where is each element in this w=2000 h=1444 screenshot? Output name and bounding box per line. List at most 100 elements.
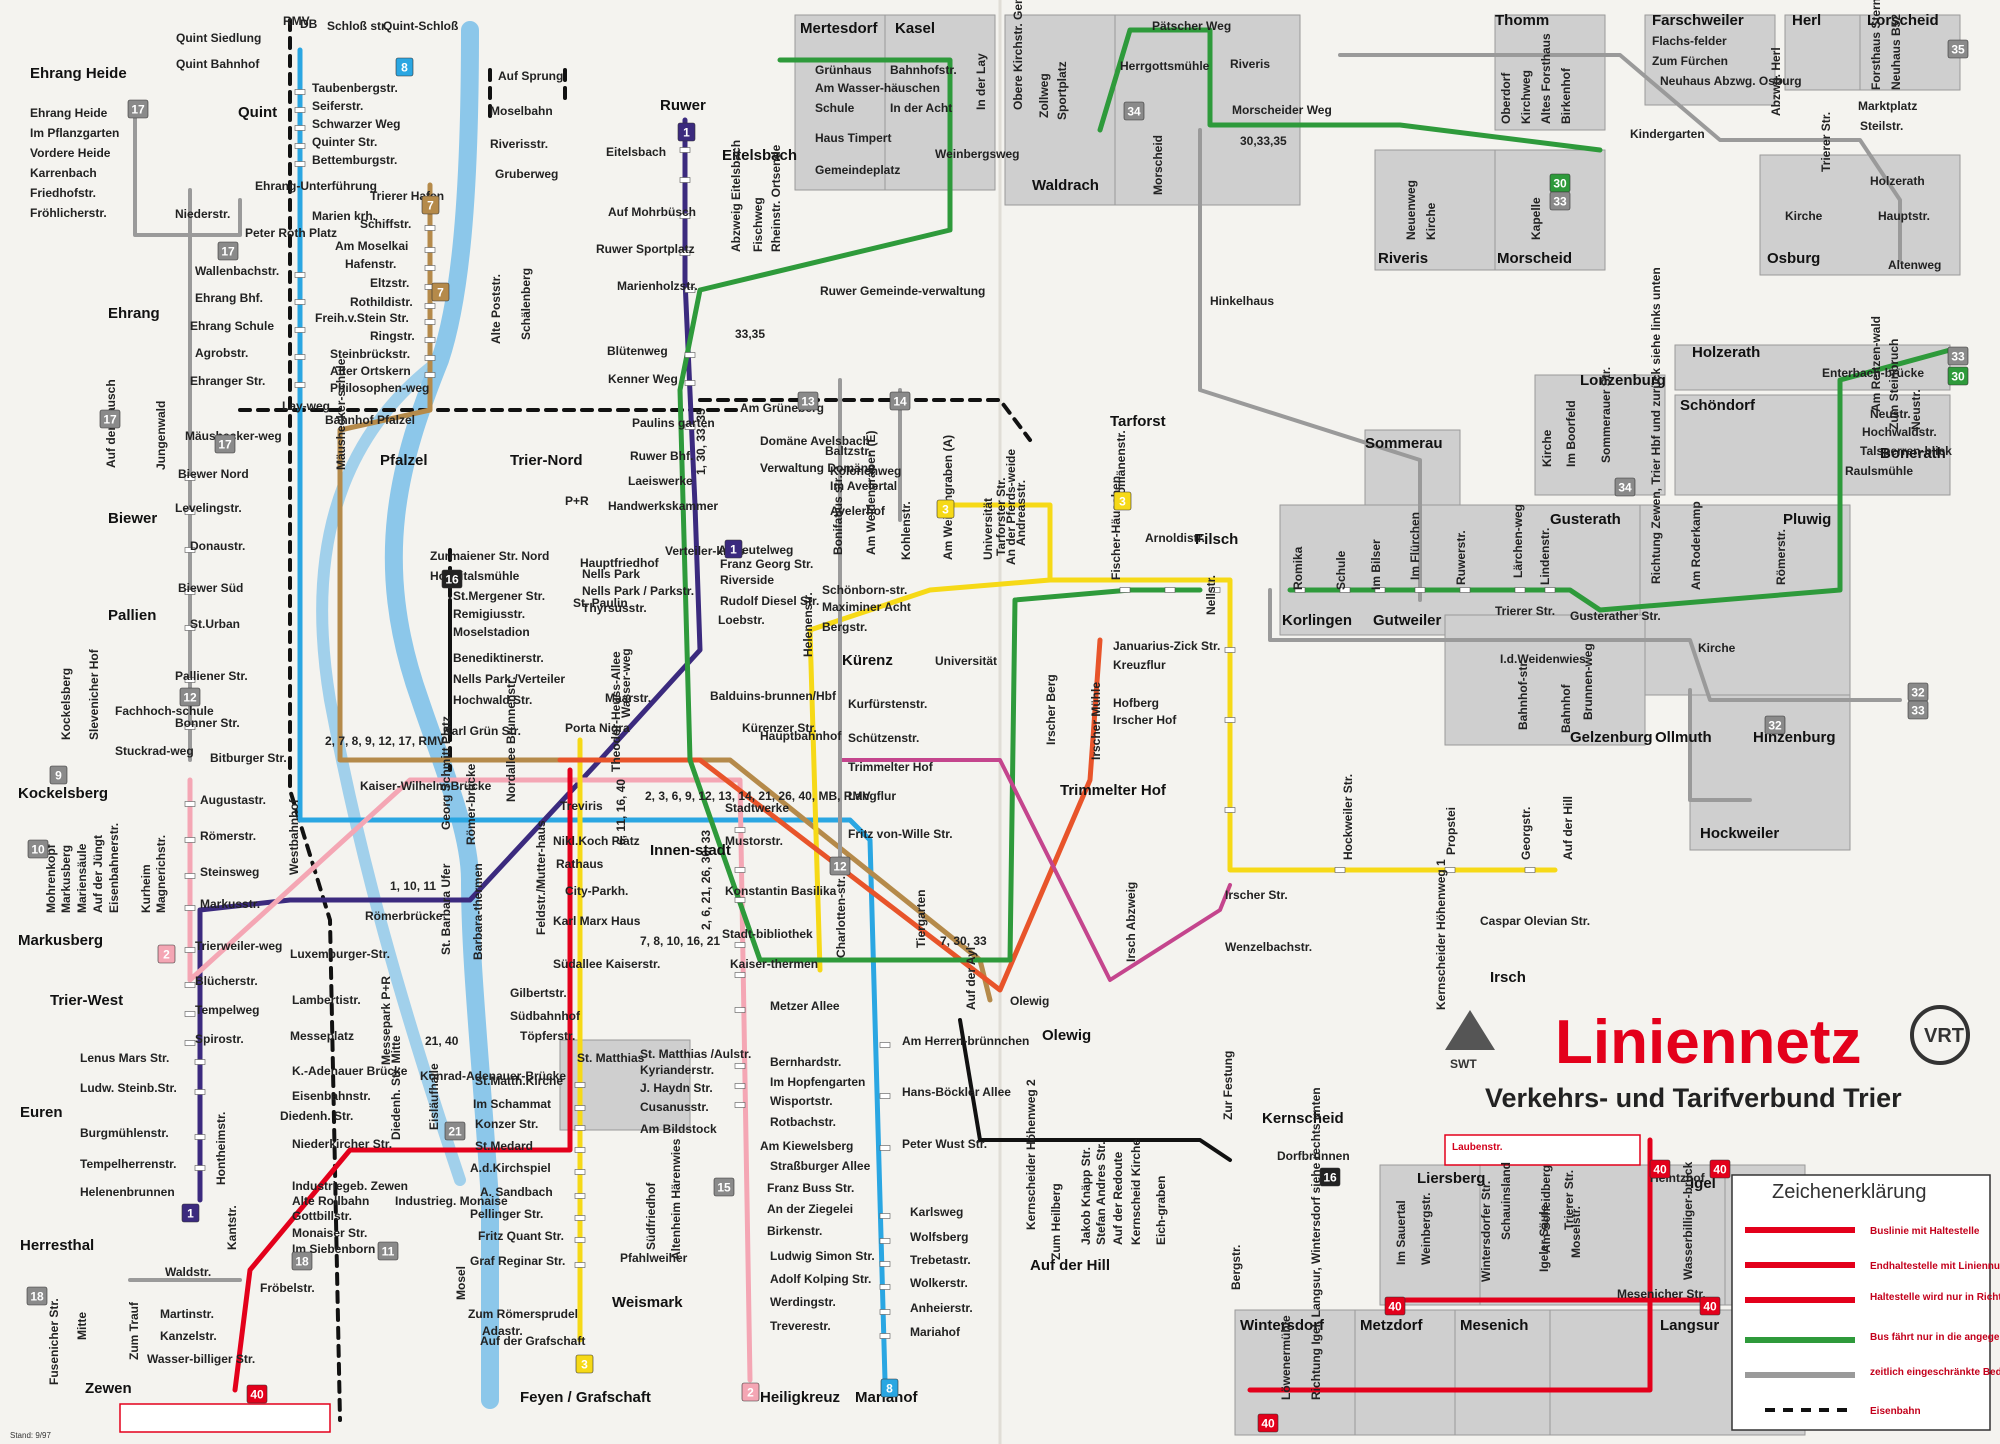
roemerbruecke-label: Römerbrücke [365, 909, 443, 923]
svg-text:2: 2 [163, 948, 170, 962]
stop-marker [879, 1213, 891, 1219]
stop-irscher-hof: Irscher Hof [1113, 713, 1177, 727]
stop-auf-der-hill: Auf der Hill [1561, 796, 1575, 860]
stop-gottbillstr: Gottbillstr. [292, 1209, 352, 1223]
stop-zollweg: Zollweg [1037, 73, 1051, 118]
mosel-label: Mosel [454, 1266, 468, 1300]
district-labels: Ehrang HeideQuintEhrangPfalzelBiewerPall… [18, 12, 1946, 1406]
district-langsur: Langsur [1660, 1317, 1719, 1334]
area-liersberg [1379, 1164, 1481, 1306]
stop-richtung-zewen-trier-hbf-und-zuruck-siehe-links-unten: Richtung Zewen, Trier Hbf und zurück sie… [1649, 267, 1663, 584]
stop-karl-marx-haus: Karl Marx Haus [553, 914, 641, 928]
stop-peter-roth-platz: Peter Roth Platz [245, 226, 337, 240]
stop-freih-v-stein-str: Freih.v.Stein Str. [315, 311, 409, 325]
svg-text:40: 40 [1703, 1300, 1717, 1314]
stop-marktplatz: Marktplatz [1858, 99, 1917, 113]
stop-riverisstr: Riverisstr. [490, 137, 548, 151]
district-ehrang: Ehrang [108, 305, 160, 322]
stop-markusstr: Markusstr. [200, 897, 260, 911]
stop-karlsweg: Karlsweg [910, 1205, 963, 1219]
stop-laeiswerke: Laeiswerke [628, 474, 693, 488]
stop-marker [184, 724, 196, 730]
stop-schonborn-str: Schönborn-str. [822, 583, 907, 597]
stop-fachhoch-schule: Fachhoch-schule [115, 704, 214, 718]
stop-kohlenstr: Kohlenstr. [899, 501, 913, 560]
direction-note-west [119, 1403, 331, 1433]
stop-marker [1524, 867, 1536, 873]
stop-zum-heilberg: Zum Heilberg [1049, 1183, 1063, 1260]
svg-text:14: 14 [893, 395, 907, 409]
stop-marienholzstr: Marienholzstr. [617, 279, 698, 293]
stop-caspar-olevian-str: Caspar Olevian Str. [1480, 914, 1590, 928]
stop-st-matth-kirche: St.Matth.Kirche [475, 1074, 563, 1088]
district-gusterath: Gusterath [1550, 511, 1621, 528]
stop-messeplatz: Messeplatz [290, 1029, 354, 1043]
svg-text:12: 12 [183, 691, 197, 705]
district-auf-der-hill: Auf der Hill [1030, 1257, 1110, 1274]
stop-kockelsberg: Kockelsberg [59, 668, 73, 740]
stop-marker [184, 625, 196, 631]
stop-zum-steinbruch: Zum Steinbruch [1887, 339, 1901, 430]
stop-waldstr: Waldstr. [165, 1265, 211, 1279]
stop-grunhaus: Grünhaus [815, 63, 872, 77]
stop-kindergarten: Kindergarten [1630, 127, 1705, 141]
stop-marker [679, 213, 691, 219]
stop-weinbergstr: Weinbergstr. [1419, 1193, 1433, 1265]
badge-line-33: 33 [1947, 346, 1969, 366]
stop-ehrang-heide: Ehrang Heide [30, 106, 108, 120]
district-herl: Herl [1792, 12, 1821, 29]
line-26-magenta [838, 758, 1232, 982]
svg-text:34: 34 [1127, 105, 1141, 119]
district-igel: Igel [1690, 1175, 1716, 1192]
bus-lines [128, 27, 1953, 1393]
svg-text:11: 11 [382, 1245, 395, 1259]
stop-marker [294, 107, 306, 113]
district-quint: Quint [238, 104, 277, 121]
stop-hauptbahnhof: Hauptbahnhof [760, 729, 842, 743]
stop-marker [879, 1333, 891, 1339]
badge-line-30: 30 [1947, 366, 1969, 386]
stop-am-roderkamp: Am Roderkamp [1689, 501, 1703, 590]
line-6-orange [557, 637, 1103, 993]
stop-marker [184, 801, 196, 807]
stop-luxemburger-str: Luxemburger-Str. [290, 947, 390, 961]
district-weismark: Weismark [612, 1294, 683, 1311]
stop-hofberg: Hofberg [1113, 696, 1159, 710]
area-osburg [1759, 154, 1961, 276]
stop-marker [1224, 717, 1236, 723]
stop-marker [184, 509, 196, 515]
stop-levelingstr: Levelingstr. [175, 501, 242, 515]
svg-text:40: 40 [250, 1388, 264, 1402]
stop-marker [424, 265, 436, 271]
stop-monaiser-str: Monaiser Str. [292, 1226, 367, 1240]
badge-line-40: 40 [246, 1384, 268, 1404]
stop-kaiser-thermen: Kaiser-thermen [730, 957, 818, 971]
badge-line-18: 18 [26, 1286, 48, 1306]
district-areas [559, 14, 1961, 1436]
badge-line-17: 17 [99, 409, 121, 429]
stop-marker [1444, 867, 1456, 873]
stop-benediktinerstr: Benediktinerstr. [453, 651, 544, 665]
stop-trierer-str: Trierer Str. [1562, 1170, 1576, 1230]
stop-domane-avelsbach: Domäne Avelsbach [760, 434, 870, 448]
area-herl [1784, 14, 1861, 91]
svg-text:10: 10 [31, 843, 45, 857]
stop-frohlicherstr: Fröhlicherstr. [30, 206, 107, 220]
stop-quinter-str: Quinter Str. [312, 135, 377, 149]
stop-palliener-str: Palliener Str. [175, 669, 248, 683]
stop-marker [184, 873, 196, 879]
stop-mariahof: Mariahof [910, 1325, 961, 1339]
mosel-river-west [316, 354, 466, 1186]
stop-wallenbachstr: Wallenbachstr. [195, 264, 279, 278]
stop-slevenicher-hof: Slevenicher Hof [87, 648, 101, 740]
stop-rothildistr: Rothildistr. [350, 295, 413, 309]
stop-porta-nigra: Porta Nigra [565, 721, 630, 735]
badge-line-2: 2 [741, 1382, 760, 1402]
stop-marker [424, 319, 436, 325]
stop-charlotten-str: Charlotten-str. [834, 876, 848, 958]
stop-stadt-bibliothek: Stadt-bibliothek [722, 927, 813, 941]
stop-lay-weg: Lay-weg [282, 399, 330, 413]
stop-fischweg: Fischweg [751, 197, 765, 252]
line-numbers-30-33-35: 30,33,35 [1240, 134, 1287, 148]
svg-text:12: 12 [833, 860, 847, 874]
